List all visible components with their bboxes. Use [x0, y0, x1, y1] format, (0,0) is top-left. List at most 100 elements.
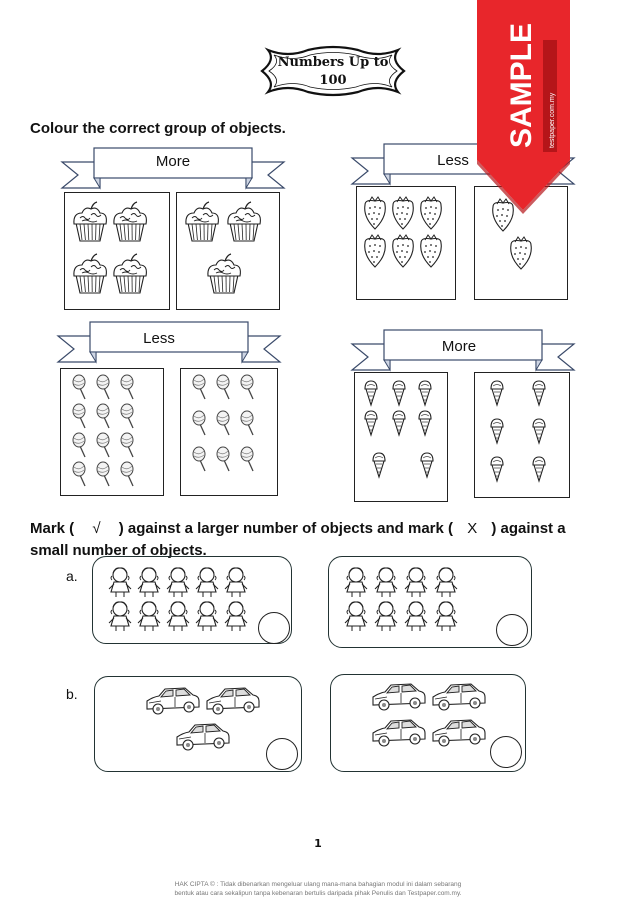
answer-circle-left[interactable] [258, 612, 290, 644]
sample-watermark: SAMPLE testpaper.com.my [505, 23, 557, 152]
strawberry-group-icon [364, 196, 442, 268]
ice-cream-icon [364, 410, 378, 437]
lollipop-icon [216, 374, 230, 400]
answer-box-left[interactable] [356, 186, 456, 300]
ice-cream-icon [418, 410, 432, 437]
ice-cream-icon [418, 380, 432, 407]
ice-cream-icon [392, 410, 406, 437]
title-line-1: Numbers Up to [277, 55, 389, 70]
item-letter: b. [66, 686, 78, 702]
ice-cream-icon [532, 456, 546, 483]
cupcake-icon [73, 253, 107, 294]
ribbon-banner-icon [56, 321, 282, 364]
child-icon [344, 567, 368, 597]
answer-box-left[interactable] [60, 368, 164, 496]
cupcake-icon [207, 253, 241, 294]
children-box-right [328, 556, 532, 648]
child-icon [195, 601, 219, 631]
answer-box-left[interactable] [354, 372, 448, 502]
cupcake-icon [227, 201, 261, 242]
answer-box-right[interactable] [474, 372, 570, 498]
answer-box-left[interactable] [64, 192, 170, 310]
cupcake-icon [113, 253, 147, 294]
page-number: 1 [314, 837, 322, 850]
instruction-line-2: small number of objects. [30, 542, 207, 559]
lollipop-icon [72, 403, 86, 429]
lollipop-icon [216, 410, 230, 436]
cupcake-icon [73, 201, 107, 242]
child-icon [374, 567, 398, 597]
ice-cream-icon [392, 380, 406, 407]
child-icon [108, 601, 132, 631]
child-icon [224, 567, 248, 597]
car-icon [432, 719, 486, 747]
car-icon [372, 683, 426, 711]
car-icon [432, 683, 486, 711]
child-group-icon [344, 567, 458, 631]
ice-cream-group-icon [490, 380, 546, 483]
instruction-part-3: ) against a [491, 520, 566, 537]
child-group-icon [108, 567, 248, 631]
lollipop-icon [120, 432, 134, 458]
child-icon [344, 601, 368, 631]
instruction-part-1: Mark ( [30, 520, 75, 537]
ice-cream-group-icon [364, 380, 434, 479]
strawberry-icon [492, 198, 514, 232]
child-icon [374, 601, 398, 631]
strawberry-icon [364, 196, 386, 230]
ribbon-label-less: Less [143, 330, 175, 347]
child-icon [434, 601, 458, 631]
strawberry-icon [364, 234, 386, 268]
lollipop-icon [192, 446, 206, 472]
car-icon [206, 687, 260, 715]
cross-symbol: X [467, 520, 478, 537]
copyright-notice: HAK CIPTA © : Tidak dibenarkan mengeluar… [0, 880, 636, 898]
lollipop-icon [240, 374, 254, 400]
strawberry-icon [420, 234, 442, 268]
children-box-left [92, 556, 292, 644]
strawberry-group-icon [492, 198, 532, 270]
child-icon [224, 601, 248, 631]
instruction-part-2: ) against a larger number of objects and… [118, 520, 454, 537]
cupcake-group-icon [185, 201, 261, 294]
lollipop-icon [240, 410, 254, 436]
strawberry-icon [510, 236, 532, 270]
cupcake-group-icon [73, 201, 147, 294]
item-letter: a. [66, 568, 78, 584]
ribbon-label-more: More [441, 338, 477, 355]
copyright-line-2: bentuk atau cara sekalipun tanpa kebenar… [174, 890, 462, 897]
ribbon-label-more: More [155, 153, 191, 170]
lollipop-icon [240, 446, 254, 472]
ribbon-banner-icon [350, 329, 576, 372]
strawberry-icon [392, 196, 414, 230]
answer-circle-right[interactable] [496, 614, 528, 646]
child-icon [434, 567, 458, 597]
lollipop-icon [72, 374, 86, 400]
section1-instruction: Colour the correct group of objects. [30, 120, 286, 137]
lollipop-icon [96, 461, 110, 487]
lollipop-icon [192, 410, 206, 436]
child-icon [195, 567, 219, 597]
ice-cream-icon [490, 456, 504, 483]
answer-circle-left[interactable] [266, 738, 298, 770]
child-icon [404, 567, 428, 597]
scroll-frame-icon [260, 45, 406, 97]
ribbon-label-less: Less [437, 152, 469, 169]
car-icon [176, 723, 230, 751]
answer-box-right[interactable] [176, 192, 280, 310]
child-icon [166, 601, 190, 631]
ice-cream-icon [490, 380, 504, 407]
child-icon [137, 601, 161, 631]
lollipop-group-icon [72, 374, 134, 487]
car-group-icon [146, 687, 260, 751]
child-icon [404, 601, 428, 631]
cars-box-left [94, 676, 302, 772]
ice-cream-icon [532, 418, 546, 445]
ice-cream-icon [372, 452, 386, 479]
ice-cream-icon [490, 418, 504, 445]
answer-circle-right[interactable] [490, 736, 522, 768]
answer-box-right[interactable] [180, 368, 278, 496]
car-group-icon [372, 683, 486, 747]
child-icon [166, 567, 190, 597]
lollipop-icon [96, 432, 110, 458]
